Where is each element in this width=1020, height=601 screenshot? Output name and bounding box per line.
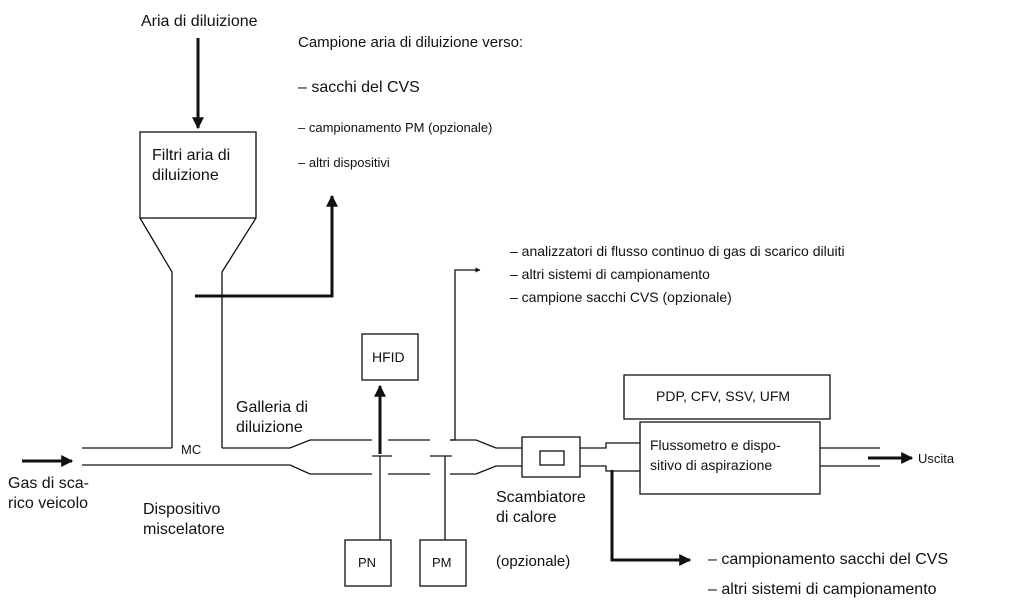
tunnel-label-1: Galleria di	[236, 399, 309, 416]
sample-item-1: – sacchi del CVS	[298, 79, 420, 96]
exit-pipe	[820, 447, 880, 467]
sample-air-arrow	[195, 194, 338, 298]
filter-label-2: diluizione	[152, 167, 219, 184]
exit-label: Uscita	[918, 451, 955, 466]
heat-exchanger-inner	[539, 450, 565, 466]
tunnel-label-2: diluizione	[236, 419, 303, 436]
analyzer-probe-line	[450, 267, 481, 441]
pdp-box	[623, 374, 831, 420]
tunnel-upper-wall	[222, 439, 522, 449]
heat-exchanger-pipes	[580, 442, 640, 472]
bottom-item-2: – altri sistemi di campionamento	[708, 581, 937, 598]
pdp-label: PDP, CFV, SSV, UFM	[656, 388, 791, 404]
inlet-label-2: rico veicolo	[8, 495, 89, 512]
mc-label: MC	[181, 442, 202, 457]
analyzer-item-3: – campione sacchi CVS (opzionale)	[510, 289, 732, 305]
optional-label: (opzionale)	[496, 553, 571, 570]
filter-label-1: Filtri aria di	[152, 147, 231, 164]
pm-label: PM	[432, 555, 452, 570]
dilution-air-label: Aria di diluizione	[141, 13, 258, 30]
heat-exchanger-label-1: Scambiatore	[496, 489, 586, 506]
filter-box	[139, 131, 257, 219]
filter-hopper	[139, 217, 257, 448]
pn-box	[344, 539, 392, 587]
sample-item-2: – campionamento PM (opzionale)	[298, 120, 493, 135]
pn-probe-line	[372, 455, 392, 540]
hfid-label: HFID	[372, 349, 405, 365]
pm-box	[419, 539, 467, 587]
pm-probe-line	[430, 455, 452, 540]
sample-item-3: – altri dispositivi	[298, 155, 390, 170]
pn-label: PN	[358, 555, 377, 570]
bottom-item-1: – campionamento sacchi del CVS	[708, 551, 949, 568]
flow-meter-label-2: sitivo di aspirazione	[650, 457, 773, 473]
hfid-box	[361, 333, 419, 381]
flow-meter-box	[639, 421, 821, 495]
sample-title: Campione aria di diluizione verso:	[298, 34, 524, 51]
mixer-label-1: Dispositivo	[143, 501, 221, 518]
heat-exchanger-box	[521, 436, 581, 478]
analyzer-item-1: – analizzatori di flusso continuo di gas…	[510, 243, 845, 259]
mixer-label-2: miscelatore	[143, 521, 225, 538]
flow-meter-label-1: Flussometro e dispo-	[650, 437, 781, 453]
tunnel-lower-wall	[82, 447, 522, 475]
analyzer-item-2: – altri sistemi di campionamento	[510, 266, 710, 282]
bottom-sample-arrow	[610, 470, 692, 566]
inlet-label-1: Gas di sca-	[8, 475, 89, 492]
heat-exchanger-label-2: di calore	[496, 509, 557, 526]
